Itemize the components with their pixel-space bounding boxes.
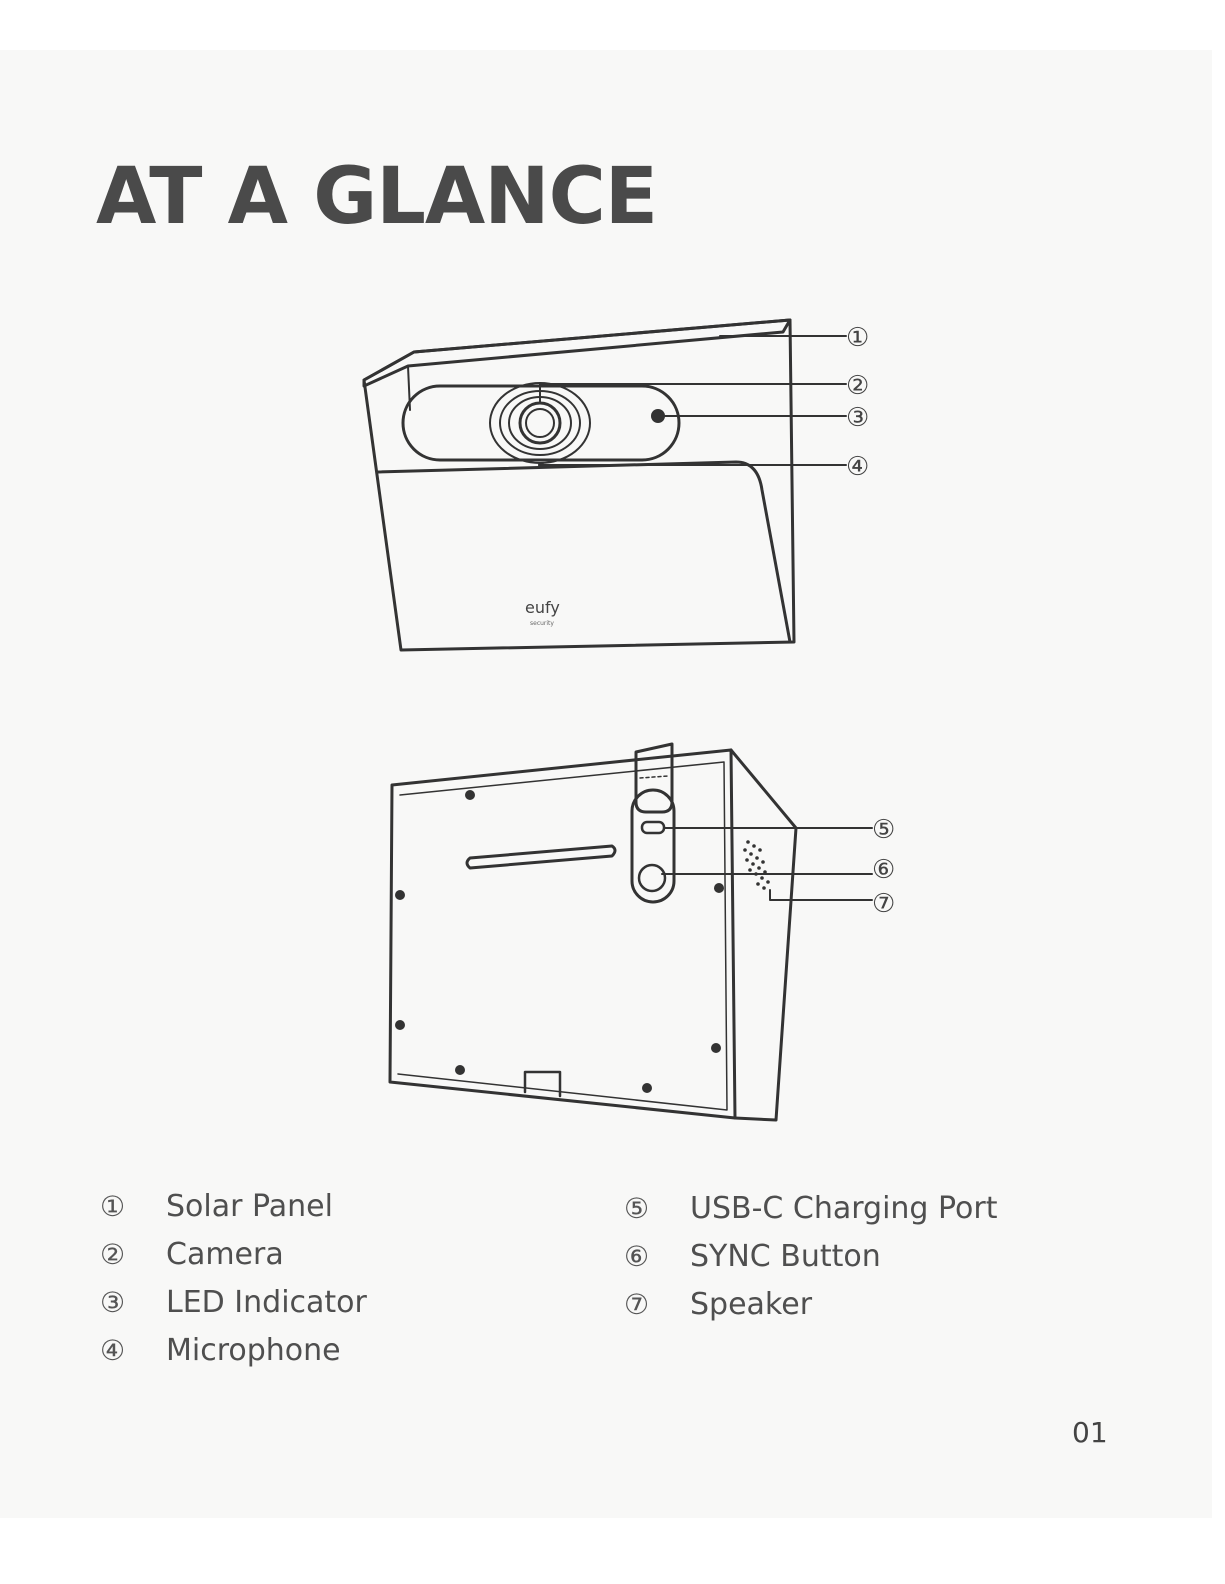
eufy-logo-sub: security xyxy=(530,620,554,627)
callout-5: ⑤ xyxy=(872,815,895,845)
legend-number: ④ xyxy=(100,1334,166,1367)
legend-number: ⑥ xyxy=(624,1240,690,1273)
solar-panel-icon xyxy=(364,320,790,386)
callout-2: ② xyxy=(846,371,869,401)
led-indicator-icon xyxy=(651,409,665,423)
front-lower-panel xyxy=(378,462,790,642)
back-plate xyxy=(390,750,735,1118)
callout-1: ① xyxy=(846,323,869,353)
front-view-drawing xyxy=(364,320,794,650)
callout-4: ④ xyxy=(846,452,869,482)
legend-label: SYNC Button xyxy=(690,1239,881,1274)
callout-6: ⑥ xyxy=(872,855,895,885)
legend-number: ① xyxy=(100,1190,166,1223)
bottom-tab xyxy=(525,1072,560,1096)
legend-number: ② xyxy=(100,1238,166,1271)
mounting-slot xyxy=(467,846,615,868)
callout-7: ⑦ xyxy=(872,889,895,919)
legend-label: Solar Panel xyxy=(166,1189,333,1224)
legend-item-camera: ② Camera xyxy=(100,1234,284,1274)
legend-item-usb-c-port: ⑤ USB-C Charging Port xyxy=(624,1188,998,1228)
legend-item-speaker: ⑦ Speaker xyxy=(624,1284,812,1324)
legend-label: LED Indicator xyxy=(166,1285,367,1320)
legend-number: ③ xyxy=(100,1286,166,1319)
side-wedge xyxy=(731,750,796,1120)
legend-number: ⑤ xyxy=(624,1192,690,1225)
sync-button-icon xyxy=(639,865,665,891)
callout-3: ③ xyxy=(846,403,869,433)
eufy-logo-text: eufy xyxy=(525,598,560,617)
legend-item-sync-button: ⑥ SYNC Button xyxy=(624,1236,881,1276)
front-housing xyxy=(364,320,794,650)
manual-page: AT A GLANCE xyxy=(0,50,1212,1518)
legend-label: Camera xyxy=(166,1237,284,1272)
page-number: 01 xyxy=(1072,1416,1108,1449)
legend-item-led-indicator: ③ LED Indicator xyxy=(100,1282,367,1322)
legend-label: Speaker xyxy=(690,1287,812,1322)
legend-number: ⑦ xyxy=(624,1288,690,1321)
usb-c-port-icon xyxy=(642,822,664,833)
legend-label: USB-C Charging Port xyxy=(690,1191,998,1226)
back-view-drawing xyxy=(390,744,796,1120)
legend-item-solar-panel: ① Solar Panel xyxy=(100,1186,333,1226)
speaker-grille-icon xyxy=(743,840,770,890)
legend-label: Microphone xyxy=(166,1333,341,1368)
legend-item-microphone: ④ Microphone xyxy=(100,1330,341,1370)
